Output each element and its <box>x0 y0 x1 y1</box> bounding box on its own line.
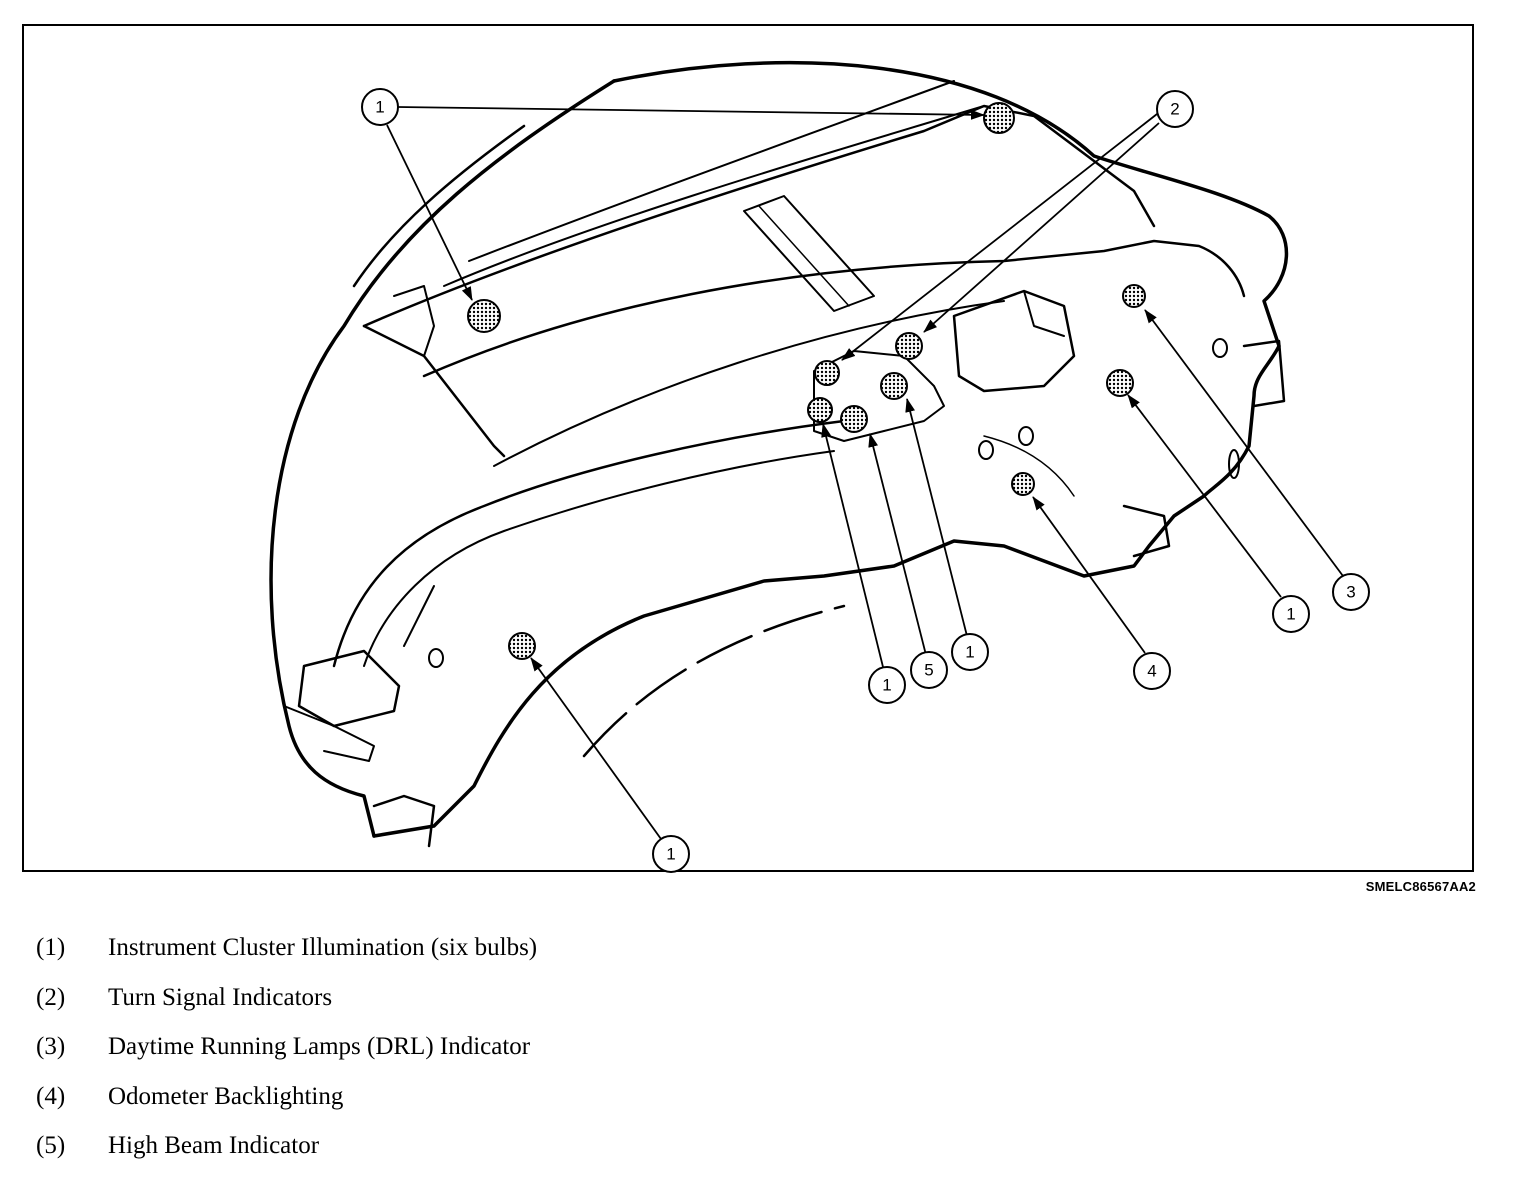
legend: (1) Instrument Cluster Illumination (six … <box>36 930 537 1178</box>
callout-1-b: 1 <box>951 633 989 671</box>
callout-4: 4 <box>1133 652 1171 690</box>
cluster-housing <box>269 60 1289 848</box>
bulb-socket <box>508 632 536 660</box>
callout-1-right: 1 <box>1272 595 1310 633</box>
bulb-socket <box>807 397 833 423</box>
legend-text: Daytime Running Lamps (DRL) Indicator <box>108 1033 531 1060</box>
legend-number: (4) <box>36 1082 66 1110</box>
bulb-socket <box>840 405 868 433</box>
callout-3: 3 <box>1332 573 1370 611</box>
legend-item: (1) Instrument Cluster Illumination (six … <box>36 930 537 980</box>
cluster-drawing: 1 2 1 5 1 4 1 3 1 <box>269 60 1370 873</box>
bulb-socket <box>814 360 840 386</box>
legend-text: Odometer Backlighting <box>108 1082 344 1110</box>
legend-item: (4) Odometer Backlighting <box>36 1079 537 1129</box>
legend-number: (3) <box>36 1033 66 1060</box>
svg-text:1: 1 <box>1286 605 1295 624</box>
callout-1-a: 1 <box>868 666 906 704</box>
bulb-socket <box>880 372 908 400</box>
bulb-socket <box>895 332 923 360</box>
bulb-socket <box>467 299 501 333</box>
bulb-sockets <box>467 102 1146 660</box>
legend-number: (2) <box>36 983 66 1011</box>
legend-item: (2) Turn Signal Indicators <box>36 980 537 1030</box>
callouts: 1 2 1 5 1 4 1 3 1 <box>361 88 1370 873</box>
legend-item: (5) High Beam Indicator <box>36 1128 537 1178</box>
svg-text:1: 1 <box>375 98 384 117</box>
leader-lines <box>386 106 1344 840</box>
svg-text:1: 1 <box>882 676 891 695</box>
legend-text: Turn Signal Indicators <box>108 983 333 1011</box>
svg-text:3: 3 <box>1346 583 1355 602</box>
legend-number: (1) <box>36 934 66 961</box>
callout-1-top: 1 <box>361 88 399 126</box>
svg-text:5: 5 <box>924 661 933 680</box>
cluster-illustration-frame: 1 2 1 5 1 4 1 3 1 <box>22 24 1474 873</box>
bulb-socket <box>1122 284 1146 308</box>
legend-text: High Beam Indicator <box>108 1132 320 1159</box>
callout-2: 2 <box>1156 90 1194 128</box>
svg-text:4: 4 <box>1147 662 1156 681</box>
callout-5: 5 <box>910 651 948 689</box>
callout-1-bottom: 1 <box>652 835 690 873</box>
bulb-socket <box>983 102 1015 134</box>
svg-text:2: 2 <box>1170 100 1179 119</box>
legend-text: Instrument Cluster Illumination (six bul… <box>108 934 538 961</box>
bulb-socket <box>1011 472 1035 496</box>
legend-number: (5) <box>36 1132 66 1159</box>
figure-code: SMELC86567AA2 <box>1365 879 1476 894</box>
svg-text:1: 1 <box>666 845 675 864</box>
bulb-socket <box>1106 369 1134 397</box>
legend-item: (3) Daytime Running Lamps (DRL) Indicator <box>36 1029 537 1079</box>
svg-text:1: 1 <box>965 643 974 662</box>
